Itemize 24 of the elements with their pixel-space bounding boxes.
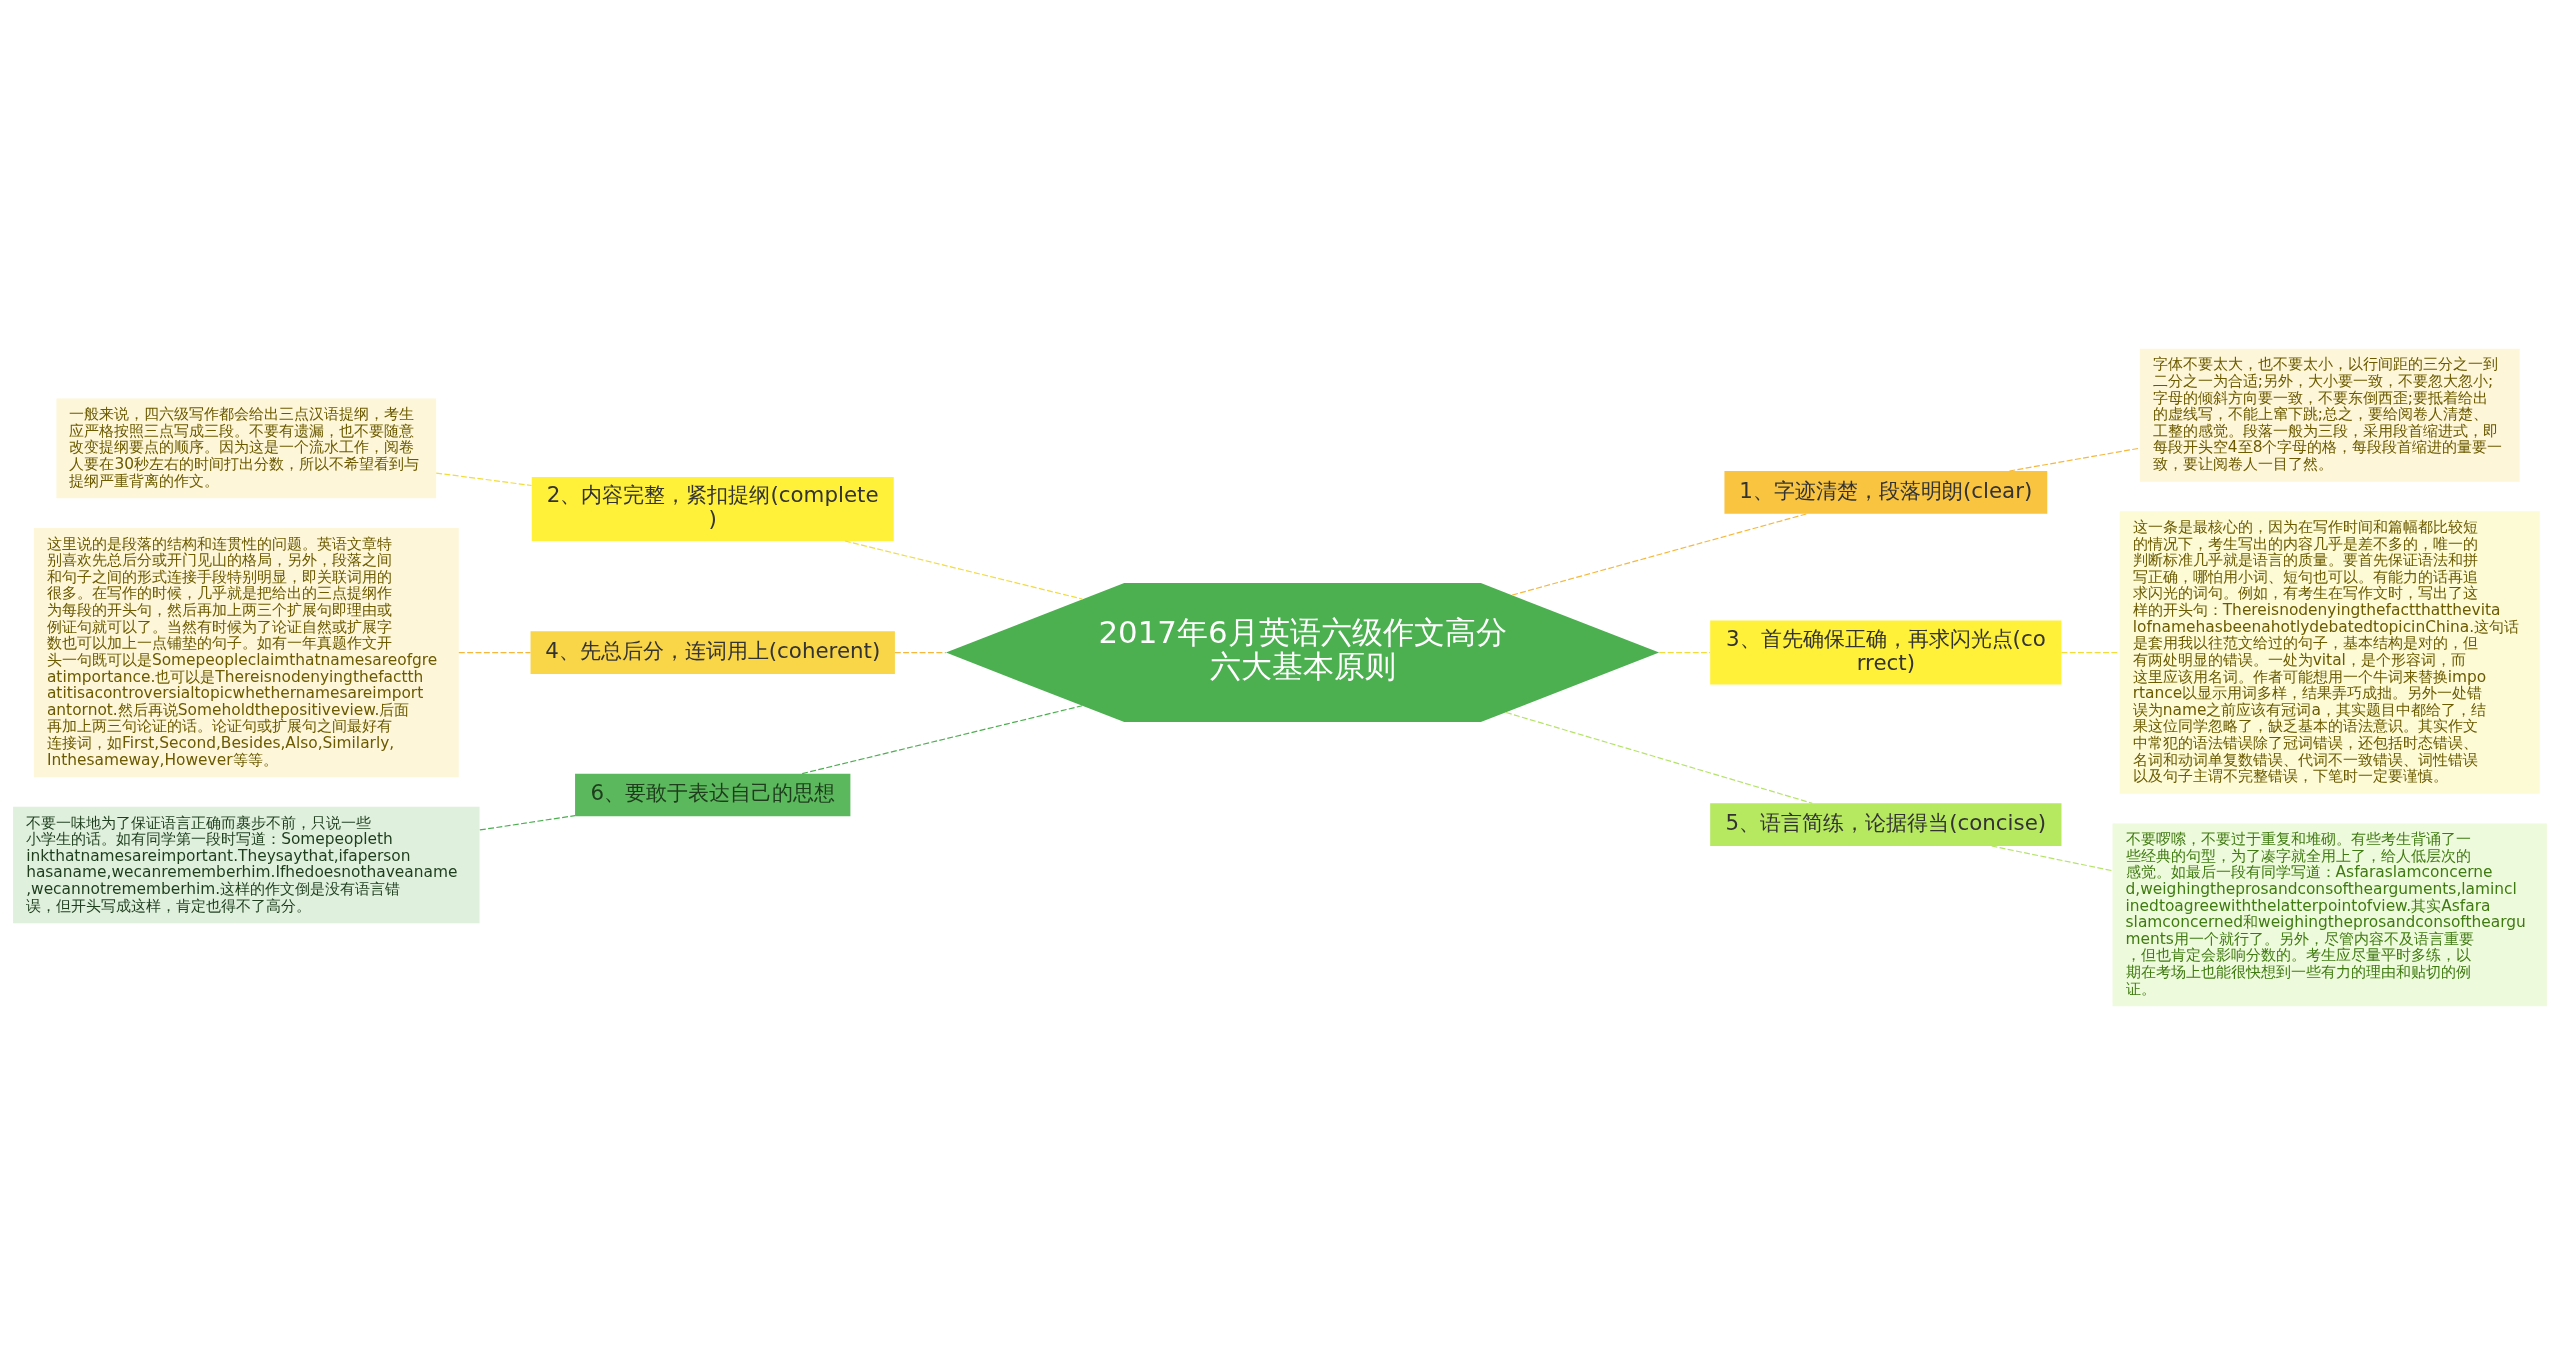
connector (1505, 711, 1813, 804)
connector (1991, 845, 2113, 872)
connector (479, 815, 576, 831)
node-box: 不要啰嗦，不要过于重复和堆砌。有些考生背诵了一些经典的句型，为了凑字就全用上了，给人低层次的感觉。如最后一段有同学写道：Asfaraslamconcerned,weighingtheprosandconsofthearguments,laminclinedtoagreewiththelatterpointofview.其实Asfaraslamconcerned和weighingtheprosandconsofthearguments用一个就行了。另外，尽管内容不及语言重要，但也肯定会影响分数的。考生应尽量平时多练，以期在考场上也能很快想到一些有力的理由和贴切的例证。 (2112, 823, 2547, 1007)
connector (844, 540, 1083, 600)
connector (435, 472, 533, 487)
node-box: 3、首先确保正确，再求闪光点(correct) (1710, 620, 2062, 685)
node-box: 这一条是最核心的，因为在写作时间和篇幅都比较短的情况下，考生写出的内容几乎是差不多的，唯一的判断标准几乎就是语言的质量。要首先保证语法和拼写正确，哪怕用小词、短句也可以。有能力的话再追求闪光的词句。例如，有考生在写作文时，写出了这样的开头句：ThereisnodenyingthefactthatthevitalofnamehasbeenahotlydebatedtopicinChina.这句话是套用我以往范文给过的句子，基本结构是对的，但有两处明显的错误。一处为vital，是个形容词，而这里应该用名词。作者可能想用一个牛词来替换importance以显示用词多样，结果弄巧成拙。另外一处错误为name之前应该有冠词a，其实题目中都给了，结果这位同学忽略了，缺乏基本的语法意识。其实作文中常犯的语法错误除了冠词错误，还包括时态错误、名词和动词单复数错误、代词不一致错误、词性错误以及句子主谓不完整错误，下笔时一定要谨慎。 (2119, 511, 2540, 794)
node-box: 不要一味地为了保证语言正确而裹步不前，只说一些小学生的话。如有同学第一段时写道：Somepeoplethinkthatnamesareimportant.Theysaythat,ifapersonhasaname,wecanrememberhim.Ifhedoesnothaveaname,wecannotrememberhim.这样的作文倒是没有语言错误，但开头写成这样，肯定也得不了高分。 (13, 806, 480, 924)
node-box: 5、语言简练，论据得当(concise) (1710, 803, 2062, 847)
connector (1511, 513, 1808, 596)
connector (1658, 652, 1711, 654)
node-box: 2、内容完整，紧扣提纲(complete) (531, 476, 894, 541)
node-box: 6、要敢于表达自己的思想 (575, 773, 851, 817)
connector (2008, 447, 2141, 472)
node-box: 4、先总后分，连词用上(coherent) (530, 631, 895, 674)
node-box: 字体不要太大，也不要太小，以行间距的三分之一到二分之一为合适;另外，大小要一致，不要忽大忽小;字母的倾斜方向要一致，不要东倒西歪;要抵着给出的虚线写，不能上窜下跳;总之，要给阅卷人清楚、工整的感觉。段落一般为三段，采用段首缩进式，即每段开头空4至8个字母的格，每段段首缩进的量要一致，要让阅卷人一目了然。 (2139, 348, 2520, 482)
node-box: 1、字迹清楚，段落明朗(clear) (1724, 471, 2048, 514)
connector (801, 705, 1083, 775)
connector (458, 652, 532, 654)
connector (2060, 652, 2121, 654)
node-box: 这里说的是段落的结构和连贯性的问题。英语文章特别喜欢先总后分或开门见山的格局，另外，段落之间和句子之间的形式连接手段特别明显，即关联词用的很多。在写作的时候，几乎就是把给出的三点提纲作为每段的开头句，然后再加上两三个扩展句即理由或例证句就可以了。当然有时候为了论证自然或扩展字数也可以加上一点铺垫的句子。如有一年真题作文开头一句既可以是Somepeopleclaimthatnamesareofgreatimportance.也可以是Thereisnodenyingthefactthatitisacontroversialtopicwhethernamesareimportantornot.然后再说Someholdthepositiveview.后面再加上两三句论证的话。论证句或扩展句之间最好有连接词，如First,Second,Besides,Also,Similarly,Inthesameway,However等等。 (33, 527, 459, 778)
node-box: 一般来说，四六级写作都会给出三点汉语提纲，考生应严格按照三点写成三段。不要有遗漏，也不要随意改变提纲要点的顺序。因为这是一个流水工作，阅卷人要在30秒左右的时间打出分数，所以不希望看到与提纲严重背离的作文。 (56, 398, 437, 499)
connector (894, 652, 947, 654)
